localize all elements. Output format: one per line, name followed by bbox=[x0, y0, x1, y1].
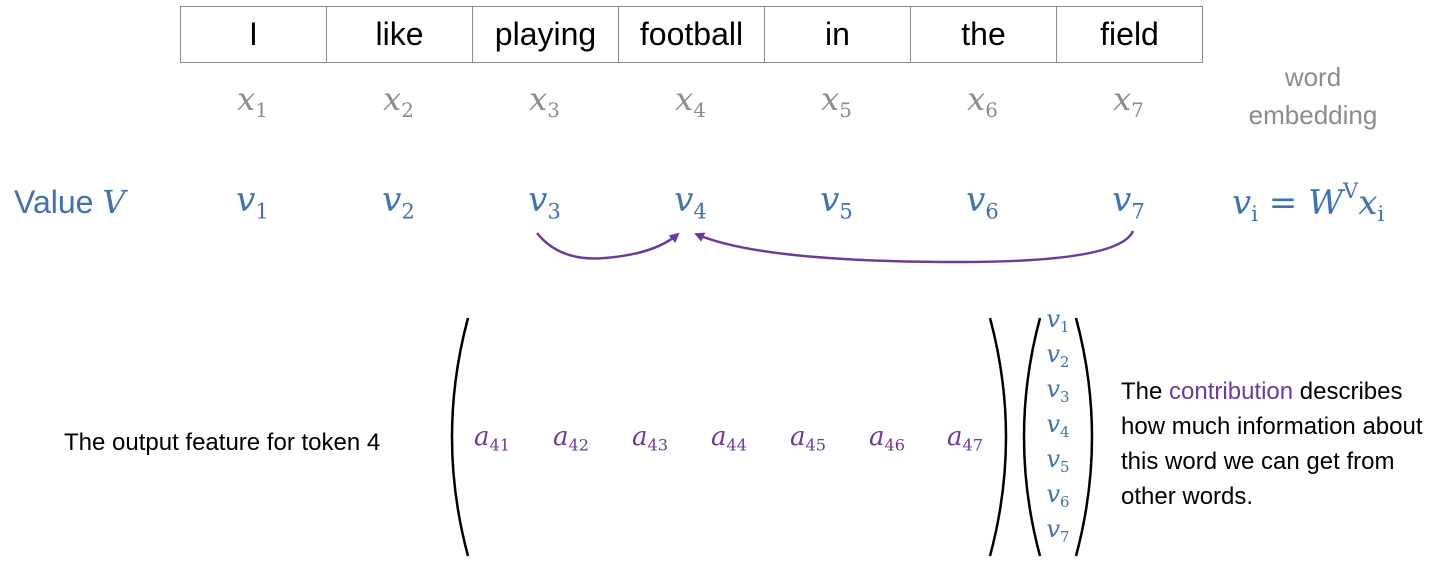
attention-weight: a41 bbox=[473, 422, 510, 455]
token-cell: playing bbox=[472, 6, 619, 63]
contribution-description: The contribution describes how much info… bbox=[1121, 374, 1446, 514]
token-table: I like playing football in the field bbox=[180, 6, 1203, 63]
token-cell: the bbox=[910, 6, 1057, 63]
embedding-symbol: x5 bbox=[821, 80, 852, 122]
description-rest: describes how much information about thi… bbox=[1121, 378, 1423, 510]
embedding-symbol: x1 bbox=[237, 80, 268, 122]
token-cell: field bbox=[1056, 6, 1203, 63]
attention-weight: a44 bbox=[710, 422, 747, 455]
embedding-symbol: x2 bbox=[383, 80, 414, 122]
value-symbol: v6 bbox=[966, 180, 999, 224]
attention-weight: a47 bbox=[946, 422, 983, 455]
value-symbol: v4 bbox=[674, 180, 707, 224]
embedding-symbol: x7 bbox=[1113, 80, 1144, 122]
right-paren-column bbox=[1074, 317, 1094, 557]
value-symbol: v2 bbox=[382, 180, 415, 224]
word-embedding-label-line: word bbox=[1284, 62, 1342, 92]
token-row: I like playing football in the field bbox=[180, 6, 1203, 63]
value-label: Value V bbox=[14, 183, 126, 221]
token-cell: I bbox=[180, 6, 327, 63]
value-symbol: v3 bbox=[528, 180, 561, 224]
embedding-symbol: x3 bbox=[529, 80, 560, 122]
value-symbol: v5 bbox=[820, 180, 853, 224]
value-vector-entry: v7 bbox=[1046, 515, 1070, 547]
token-cell: football bbox=[618, 6, 765, 63]
attention-weight: a42 bbox=[552, 422, 589, 455]
word-embedding-label-line: embedding bbox=[1248, 100, 1378, 130]
value-vector-entry: v2 bbox=[1046, 340, 1070, 372]
token-cell: in bbox=[764, 6, 911, 63]
value-vector-entry: v3 bbox=[1046, 375, 1070, 407]
value-vector-entry: v6 bbox=[1046, 480, 1070, 512]
value-vector-entry: v1 bbox=[1046, 305, 1070, 337]
value-vector-entry: v4 bbox=[1046, 410, 1070, 442]
value-vector-entry: v5 bbox=[1046, 445, 1070, 477]
attention-weight: a43 bbox=[631, 422, 668, 455]
word-embedding-label: word embedding bbox=[1228, 58, 1398, 134]
embedding-symbol: x6 bbox=[967, 80, 998, 122]
attention-weight: a46 bbox=[868, 422, 905, 455]
value-symbol: v1 bbox=[236, 180, 269, 224]
value-equation: vi = WVxi bbox=[1232, 178, 1385, 227]
attention-weight: a45 bbox=[789, 422, 826, 455]
arrow-v7-to-v4 bbox=[694, 230, 1135, 264]
output-feature-label: The output feature for token 4 bbox=[64, 429, 381, 456]
token-cell: like bbox=[326, 6, 473, 63]
value-symbol: v7 bbox=[1112, 180, 1145, 224]
arrow-v3-to-v4 bbox=[536, 232, 680, 260]
description-prefix: The bbox=[1121, 378, 1170, 405]
description-highlight: contribution bbox=[1169, 378, 1294, 405]
embedding-symbol: x4 bbox=[675, 80, 706, 122]
